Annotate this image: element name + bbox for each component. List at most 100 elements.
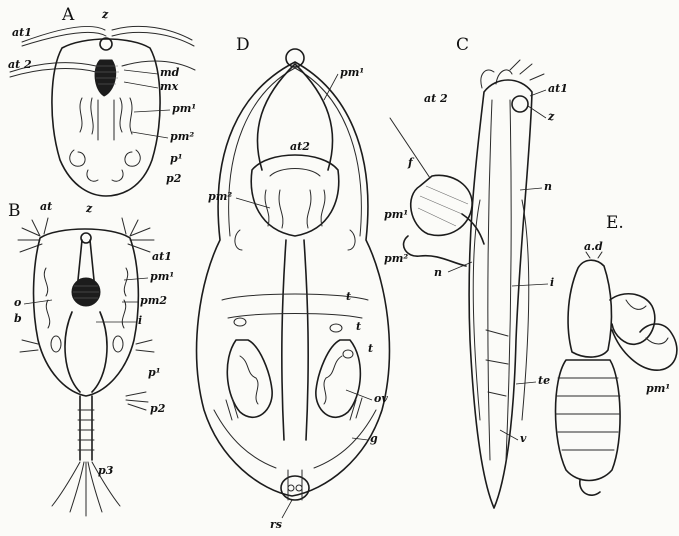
panel-e-head (568, 260, 611, 357)
panel-b-label-pm2: pm2 (140, 294, 167, 307)
panel-b-label-p3: p3 (98, 464, 114, 477)
panel-c-label-n2: n (434, 266, 442, 279)
panel-b-label-z: z (85, 202, 93, 215)
panel-d-side-processes (235, 230, 355, 250)
panel-b-leader-o (24, 300, 52, 304)
panel-a-label-at1: at1 (12, 26, 32, 39)
panel-c-leader-te (516, 382, 536, 384)
panel-b-p2-bristles (126, 392, 148, 410)
panel-d-at2-line (270, 169, 320, 177)
panel-e-tail (580, 480, 600, 495)
panel-d-leader-g (352, 438, 368, 440)
panel-c-label-at1: at1 (548, 82, 568, 95)
panel-c-leader-i (512, 284, 548, 286)
panel-b-spot-left (51, 336, 61, 352)
panel-a: A at1 at 2 z md mx pm¹ pm² p¹ p2 (8, 5, 196, 196)
panel-a-label-pm2: pm² (170, 130, 194, 143)
panel-b-body (34, 229, 139, 396)
panel-a-label-p1: p¹ (170, 152, 183, 165)
panel-b-gut (65, 312, 107, 392)
panel-c-leader-n1 (520, 188, 542, 190)
panel-b-label-b: b (14, 312, 22, 325)
panel-b-spot-right (113, 336, 123, 352)
panel-c-gut (488, 100, 511, 460)
panel-c: C at 2 at1 z f n pm¹ pm² n i te v (384, 35, 568, 508)
panel-e-pm-upper (610, 294, 655, 345)
panel-a-label-at2: at 2 (8, 58, 32, 71)
panel-d-gut (282, 240, 308, 440)
panel-c-label-pm2: pm² (384, 252, 408, 265)
panel-d-label-at2: at2 (290, 140, 310, 153)
panel-c-label-n1: n (544, 180, 552, 193)
panel-a-p1 (70, 150, 141, 166)
panel-d: D pm¹ at2 pm² t t (197, 35, 390, 531)
panel-c-f-stalk (390, 118, 430, 178)
panel-b-bristles-left (18, 218, 48, 252)
panel-e: E. a.d pm¹ (556, 213, 677, 495)
panel-a-label-z: z (101, 8, 109, 21)
panel-a-gut (98, 100, 114, 140)
panel-d-head-limbs (265, 190, 325, 228)
panel-a-label-pm1: pm¹ (172, 102, 196, 115)
panel-d-rs-dot-1 (288, 485, 294, 491)
panel-b-label-i: i (138, 314, 142, 327)
panel-a-label-mx: mx (160, 80, 179, 93)
panel-c-pm1-joint (462, 214, 484, 244)
panel-d-label-pm1: pm¹ (340, 66, 364, 79)
panel-e-label-pm: pm¹ (646, 382, 670, 395)
panel-c-label-v: v (520, 432, 527, 445)
panel-a-leader-mx (124, 82, 158, 88)
panel-c-pm2 (404, 236, 466, 266)
panel-c-label-z: z (547, 110, 555, 123)
panel-c-letter: C (456, 35, 469, 55)
panel-a-leader-md (124, 70, 158, 74)
panel-d-label-rs: rs (270, 518, 282, 531)
panel-c-label-te: te (538, 374, 550, 387)
panel-a-p2 (87, 170, 123, 181)
panel-b-label-at1: at1 (152, 250, 172, 263)
panel-b-label-o: o (14, 296, 21, 309)
panel-b-label-pm1: pm¹ (150, 270, 174, 283)
panel-d-body (197, 62, 390, 496)
panel-a-letter: A (61, 5, 75, 25)
panel-d-label-t2: t (356, 320, 361, 333)
panel-a-limbs (80, 98, 132, 134)
panel-c-segments (486, 330, 508, 396)
panel-d-t-spot-1 (234, 318, 246, 326)
panel-e-segments (556, 378, 620, 450)
panel-c-outline-inner (473, 200, 529, 420)
panel-b-label-p2: p2 (150, 402, 166, 415)
panel-d-rs (281, 476, 309, 500)
panel-c-label-at2: at 2 (424, 92, 448, 105)
panel-c-eye (512, 96, 528, 112)
panel-a-antenna-2r (122, 61, 195, 70)
panel-c-at2 (481, 70, 512, 88)
panel-d-ovary-right (316, 340, 361, 417)
panel-d-t-spot-3 (343, 350, 353, 358)
panel-c-bulb-hatch (418, 186, 468, 226)
panel-e-pm-lower (612, 324, 677, 370)
panel-a-leader-pm2 (132, 132, 168, 138)
panel-c-label-f: f (407, 156, 415, 169)
panel-a-label-p2: p2 (166, 172, 182, 185)
panel-b: B at z at1 pm¹ pm2 o b i p¹ p2 p3 (8, 200, 174, 516)
panel-a-label-md: md (160, 66, 180, 79)
panel-d-ovary-folds (240, 356, 342, 404)
panel-c-label-pm1: pm¹ (384, 208, 408, 221)
panel-d-leader-rs (282, 500, 292, 518)
panel-c-label-i: i (550, 276, 554, 289)
panel-d-t-spot-2 (330, 324, 342, 332)
panel-d-label-t1: t (346, 290, 351, 303)
panel-d-label-t3: t (368, 342, 373, 355)
panel-b-letter: B (8, 201, 21, 221)
panel-b-bristles-right (122, 218, 154, 252)
panel-d-label-pm2: pm² (208, 190, 232, 203)
panel-b-label-at-left: at (40, 200, 52, 213)
panel-b-label-p1: p¹ (148, 366, 161, 379)
panel-e-letter: E. (606, 213, 624, 233)
panel-e-label-ad: a.d (584, 240, 603, 253)
panel-d-label-ov: ov (374, 392, 388, 405)
panel-a-antenna-1rb (112, 32, 194, 46)
